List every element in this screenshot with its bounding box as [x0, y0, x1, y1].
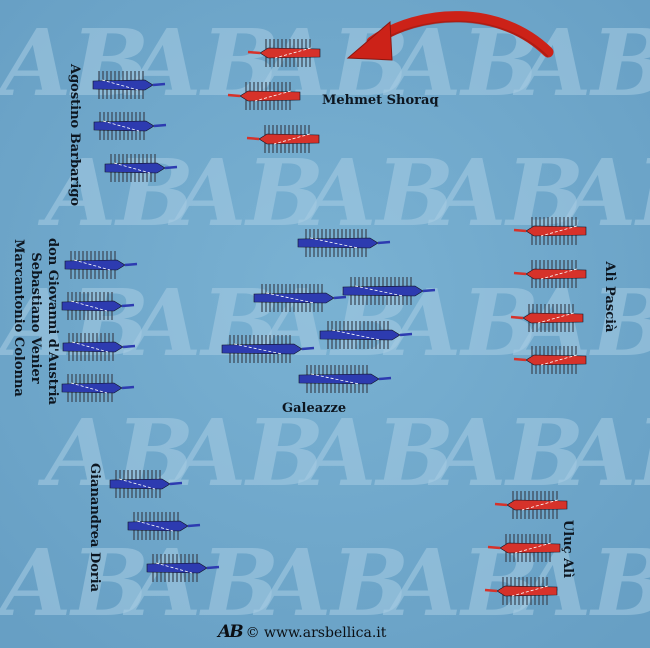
galley-icon: [513, 346, 587, 374]
label-ali-pascia: Alì Pascià: [602, 261, 617, 333]
label-gianandrea-doria: Gianandrea Doria: [87, 463, 102, 593]
galley-icon: [93, 112, 167, 140]
watermark-pattern: ABABABABABABABABABABABABABABABABABABABAB…: [0, 9, 650, 637]
galley-icon: [104, 154, 178, 182]
watermark-mark: AB: [252, 529, 409, 637]
watermark-mark: AB: [297, 399, 454, 507]
galley-icon: [487, 534, 561, 562]
curved-arrow-icon: [346, 11, 554, 61]
label-agostino-barbarigo: Agostino Barbarigo: [67, 64, 82, 207]
galley-icon: [319, 321, 413, 349]
label-mehmet-shoraq: Mehmet Shoraq: [322, 93, 439, 108]
galley-icon: [109, 470, 183, 498]
galley-icon: [227, 82, 301, 110]
credit-text: © www.arsbellica.it: [245, 625, 387, 641]
galley-icon: [221, 335, 315, 363]
galley-icon: [92, 71, 166, 99]
galley-icon: [342, 277, 436, 305]
label-sebastiano-venier: Sebastiano Venier: [28, 252, 43, 384]
galley-icon: [253, 284, 347, 312]
fleets: [61, 39, 587, 605]
watermark-mark: AB: [557, 399, 650, 507]
watermark-mark: AB: [382, 269, 539, 377]
watermark-mark: AB: [122, 529, 279, 637]
galley-icon: [513, 260, 587, 288]
galley-icon: [61, 374, 135, 402]
watermark-mark: AB: [0, 269, 149, 377]
galley-icon: [127, 512, 201, 540]
galley-icon: [494, 491, 568, 519]
galley-icon: [61, 292, 135, 320]
watermark-mark: AB: [122, 269, 279, 377]
galley-icon: [146, 554, 220, 582]
galley-icon: [484, 577, 558, 605]
label-uluc-ali: Uluç Alì: [560, 519, 575, 579]
galley-icon: [246, 125, 320, 153]
watermark-mark: AB: [252, 269, 409, 377]
watermark-mark: AB: [167, 399, 324, 507]
galley-icon: [513, 217, 587, 245]
label-galeazze: Galeazze: [282, 401, 347, 416]
galley-icon: [510, 304, 584, 332]
ab-logo-icon: AB: [218, 622, 244, 642]
watermark-mark: AB: [0, 9, 149, 117]
watermark-mark: AB: [512, 9, 650, 117]
watermark-mark: AB: [297, 139, 454, 247]
label-marcantonio-colonna: Marcantonio Colonna: [11, 239, 26, 397]
watermark-mark: AB: [0, 529, 149, 637]
watermark-mark: AB: [427, 399, 584, 507]
galley-icon: [297, 229, 391, 257]
galley-icon: [64, 251, 138, 279]
galley-icon: [298, 365, 392, 393]
label-don-giovanni: don Giovanni d'Austria: [45, 238, 60, 405]
galley-icon: [62, 333, 136, 361]
copyright-credit: AB© www.arsbellica.it: [218, 622, 386, 642]
galley-icon: [247, 39, 321, 67]
watermark-mark: AB: [167, 139, 324, 247]
